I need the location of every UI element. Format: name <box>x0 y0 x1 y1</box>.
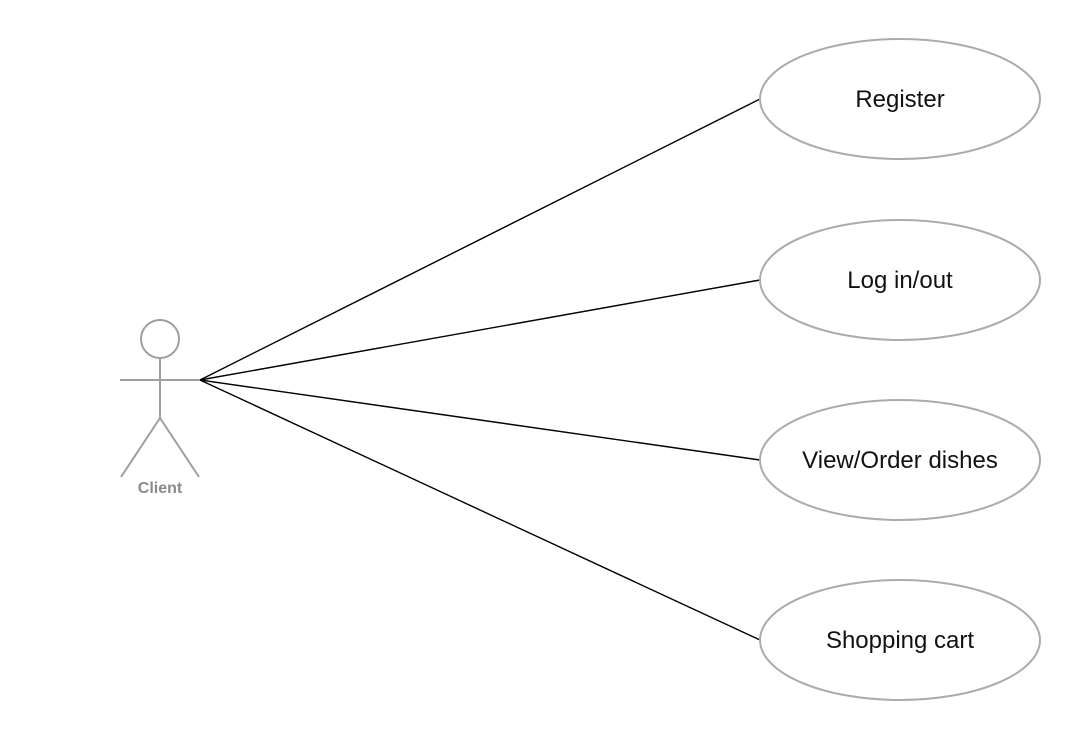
associations <box>199 98 761 641</box>
actor-left-leg <box>120 417 161 478</box>
actor-right-leg <box>159 417 200 478</box>
use-case-view-order-dishes[interactable]: View/Order dishes <box>759 399 1041 521</box>
use-case-shopping-cart[interactable]: Shopping cart <box>759 579 1041 701</box>
use-case-label: View/Order dishes <box>802 447 998 474</box>
actor-label: Client <box>138 480 183 497</box>
use-case-label: Shopping cart <box>826 627 974 654</box>
use-case-ellipse <box>759 38 1041 160</box>
association-log-in-out <box>199 279 761 381</box>
use-case-ellipse <box>759 219 1041 341</box>
association-view-order-dishes <box>199 379 761 461</box>
association-shopping-cart <box>199 379 761 641</box>
use-case-register[interactable]: Register <box>759 38 1041 160</box>
actor-client[interactable]: Client <box>120 319 200 497</box>
use-case-ellipse <box>759 399 1041 521</box>
use-case-label: Log in/out <box>847 267 953 294</box>
actor-head <box>140 319 180 359</box>
use-case-ellipse <box>759 579 1041 701</box>
use-case-log-in-out[interactable]: Log in/out <box>759 219 1041 341</box>
use-case-label: Register <box>855 86 944 113</box>
association-register <box>199 98 761 381</box>
